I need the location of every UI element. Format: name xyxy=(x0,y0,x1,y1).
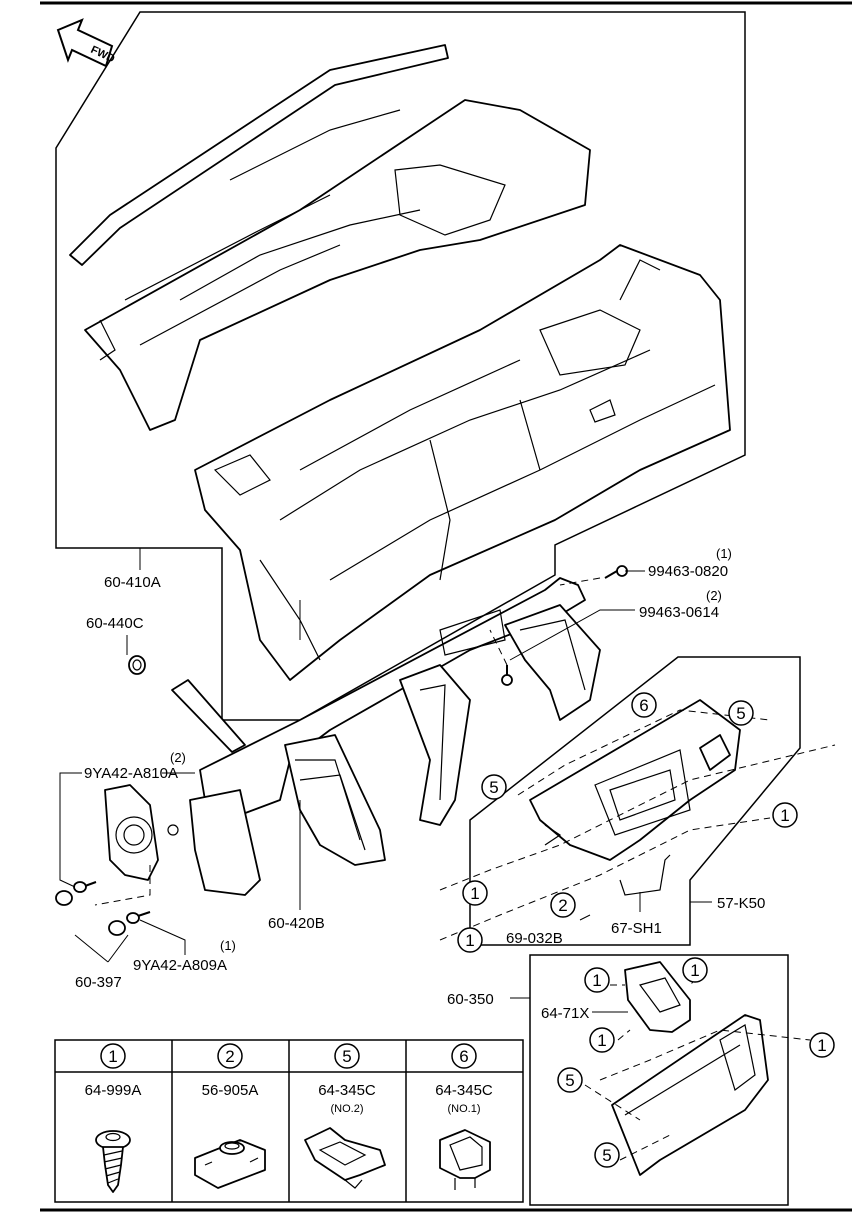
label-60-440C: 60-440C xyxy=(86,615,144,632)
label-60-350: 60-350 xyxy=(447,991,494,1008)
label-60-420B: 60-420B xyxy=(268,915,325,932)
callout-1-b: 1 xyxy=(462,880,488,906)
legend-col-4: 6 64-345C (NO.1) xyxy=(435,1043,493,1115)
cap-60-397 xyxy=(55,890,126,936)
callout-2-a: 2 xyxy=(550,892,576,918)
label-9YA42-A809A: 9YA42-A809A xyxy=(133,957,227,974)
side-bracket-part xyxy=(104,784,179,881)
svg-text:1: 1 xyxy=(470,884,479,903)
qty-99463-0820: (1) xyxy=(716,546,732,561)
dash-glovebox-e xyxy=(584,1084,641,1121)
bolt-60-440C xyxy=(128,655,146,675)
qty-9YA42-A810A: (2) xyxy=(170,750,186,765)
dash-glovebox-a xyxy=(517,709,771,796)
legend-col-1: 1 64-999A xyxy=(85,1043,142,1099)
label-60-397: 60-397 xyxy=(75,974,122,991)
callout-5-a: 5 xyxy=(728,700,754,726)
label-9YA42-A810A: 9YA42-A810A xyxy=(84,765,178,782)
svg-text:5: 5 xyxy=(736,704,745,723)
svg-text:1: 1 xyxy=(690,961,699,980)
legend-num-4: 6 xyxy=(459,1047,468,1066)
bolt-99463-0820 xyxy=(604,565,628,579)
callout-1-a: 1 xyxy=(772,802,798,828)
screw-9YA42-A809A xyxy=(126,911,151,924)
routing-dash-1 xyxy=(94,865,151,906)
callout-1-e: 1 xyxy=(682,957,708,983)
routing-dash-3 xyxy=(489,629,508,666)
svg-text:1: 1 xyxy=(597,1031,606,1050)
qty-99463-0614: (2) xyxy=(706,588,722,603)
fastener-legend-table: 1 64-999A 2 56-905A 5 64-345C (NO.2) 6 6… xyxy=(54,1039,524,1203)
svg-text:1: 1 xyxy=(465,931,474,950)
svg-text:5: 5 xyxy=(565,1071,574,1090)
label-64-71X: 64-71X xyxy=(541,1005,589,1022)
callout-1-d: 1 xyxy=(584,967,610,993)
callout-5-c: 5 xyxy=(557,1067,583,1093)
dash-glovebox-f xyxy=(619,1134,671,1161)
callout-1-c: 1 xyxy=(457,927,483,953)
speed-nut-icon xyxy=(194,1139,266,1189)
legend-note-4: (NO.1) xyxy=(448,1103,481,1115)
legend-part-4: 64-345C xyxy=(435,1082,493,1099)
screw-fastener-icon xyxy=(95,1130,131,1193)
callout-1-g: 1 xyxy=(809,1032,835,1058)
panel-frame xyxy=(55,11,746,721)
label-57-K50: 57-K50 xyxy=(717,895,765,912)
dash-glovebox-d xyxy=(599,1029,811,1081)
routing-dash-2 xyxy=(559,577,601,586)
glovebox-lower-frame xyxy=(529,954,789,1206)
legend-num-3: 5 xyxy=(342,1047,351,1066)
leader-lines xyxy=(59,548,712,1013)
fwd-arrow-icon: FWD xyxy=(56,18,117,68)
qty-9YA42-A809A: (1) xyxy=(220,938,236,953)
glovebox-frame xyxy=(469,656,801,946)
callout-6-a: 6 xyxy=(631,692,657,718)
legend-col-3: 5 64-345C (NO.2) xyxy=(318,1043,376,1115)
dash-glovebox-i xyxy=(617,1029,631,1041)
label-67-SH1: 67-SH1 xyxy=(611,920,662,937)
svg-text:6: 6 xyxy=(639,696,648,715)
clip-no2-icon xyxy=(304,1127,386,1189)
glovebox-upper-part xyxy=(529,699,741,896)
svg-text:1: 1 xyxy=(780,806,789,825)
reinforcement-beam-part xyxy=(171,577,601,896)
bolt-99463-0614 xyxy=(501,665,513,686)
legend-col-2: 2 56-905A xyxy=(202,1043,259,1099)
label-99463-0614: 99463-0614 xyxy=(639,604,719,621)
svg-text:1: 1 xyxy=(592,971,601,990)
lock-assembly-64-71X xyxy=(624,961,691,1033)
label-99463-0820: 99463-0820 xyxy=(648,563,728,580)
glovebox-lower-part xyxy=(611,1014,769,1176)
legend-part-1: 64-999A xyxy=(85,1082,142,1099)
legend-num-1: 1 xyxy=(108,1047,117,1066)
svg-text:1: 1 xyxy=(817,1036,826,1055)
svg-text:5: 5 xyxy=(489,778,498,797)
legend-part-3: 64-345C xyxy=(318,1082,376,1099)
legend-num-2: 2 xyxy=(225,1047,234,1066)
instrument-panel-part xyxy=(194,244,731,681)
callout-5-b: 5 xyxy=(481,774,507,800)
callout-5-d: 5 xyxy=(594,1142,620,1168)
screw-9YA42-A810A xyxy=(73,881,97,893)
dash-glovebox-c xyxy=(439,817,771,941)
svg-text:5: 5 xyxy=(602,1146,611,1165)
legend-note-3: (NO.2) xyxy=(331,1103,364,1115)
upper-panel-part xyxy=(69,44,591,431)
clip-no1-icon xyxy=(439,1129,491,1190)
label-60-410A: 60-410A xyxy=(104,574,161,591)
callout-1-f: 1 xyxy=(589,1027,615,1053)
legend-part-2: 56-905A xyxy=(202,1082,259,1099)
label-69-032B: 69-032B xyxy=(506,930,563,947)
svg-text:2: 2 xyxy=(558,896,567,915)
